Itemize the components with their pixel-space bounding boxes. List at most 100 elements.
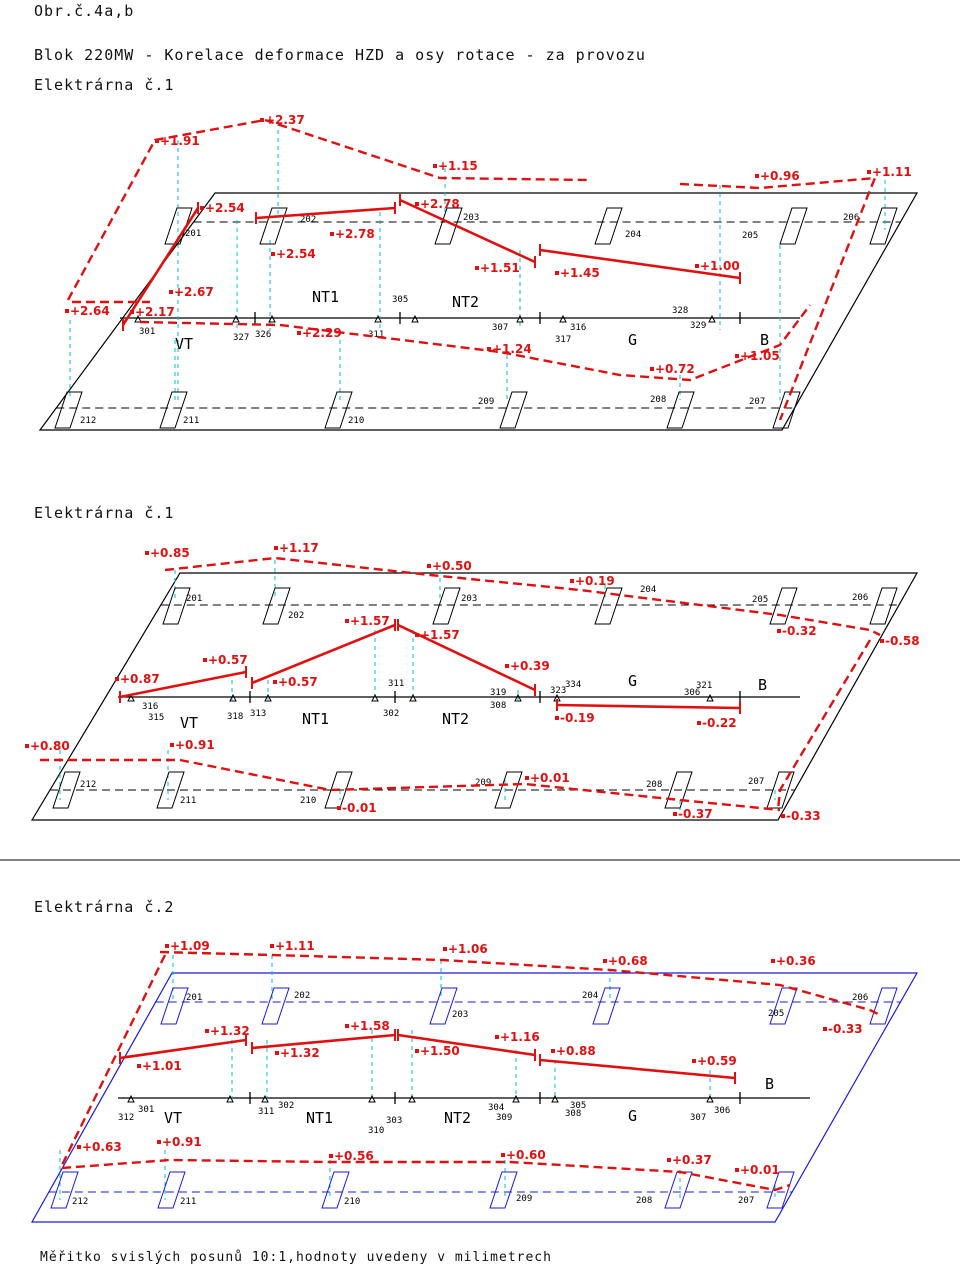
p1-plate-label: 206 bbox=[852, 593, 868, 603]
p0-section-label: NT2 bbox=[452, 293, 479, 311]
p2-plate-label: 206 bbox=[852, 993, 868, 1003]
p2-value-12: +0.88 bbox=[556, 1044, 596, 1058]
value-marker bbox=[735, 1168, 739, 1172]
p0-value-16: +1.24 bbox=[492, 342, 532, 356]
value-marker bbox=[345, 619, 349, 623]
value-marker bbox=[771, 959, 775, 963]
p0-shaft-deformation bbox=[121, 207, 200, 326]
p2-point-label: 312 bbox=[118, 1113, 134, 1123]
p1-point-label: 315 bbox=[148, 713, 164, 723]
p1-value-11: +0.39 bbox=[510, 659, 550, 673]
p2-value-16: +0.56 bbox=[334, 1149, 374, 1163]
p2-plate-bottom-210 bbox=[321, 1171, 350, 1209]
value-marker bbox=[415, 633, 419, 637]
p2-plate-top-201 bbox=[160, 987, 189, 1025]
value-marker bbox=[695, 264, 699, 268]
p0-bearing-marker bbox=[374, 314, 382, 323]
figure-title: Blok 220MW - Korelace deformace HZD a os… bbox=[34, 46, 646, 64]
p1-plate-label: 207 bbox=[748, 777, 764, 787]
p2-bearing-marker bbox=[127, 1094, 135, 1103]
p0-value-18: +1.05 bbox=[740, 349, 780, 363]
value-marker bbox=[475, 266, 479, 270]
value-marker bbox=[169, 290, 173, 294]
p0-plate-label: 210 bbox=[348, 416, 364, 426]
p2-bearing-marker bbox=[512, 1094, 520, 1103]
p1-section-label: NT1 bbox=[302, 710, 329, 728]
p0-point-label: 328 bbox=[672, 306, 688, 316]
p2-plate-bottom-209 bbox=[489, 1171, 518, 1209]
value-marker bbox=[697, 721, 701, 725]
p0-plate-bottom-212 bbox=[54, 391, 83, 429]
p1-section-label: G bbox=[628, 672, 637, 690]
p2-point-label: 302 bbox=[278, 1101, 294, 1111]
p0-value-12: +1.00 bbox=[700, 259, 740, 273]
p0-plate-top-205 bbox=[779, 207, 808, 245]
p0-shaft-deformation bbox=[399, 198, 536, 264]
value-marker bbox=[297, 331, 301, 335]
p2-value-0: +1.09 bbox=[170, 939, 210, 953]
p0-plate-bottom-208 bbox=[666, 391, 695, 429]
value-marker bbox=[495, 1035, 499, 1039]
p1-plate-label: 203 bbox=[461, 594, 477, 604]
p2-shaft-deformation bbox=[119, 1038, 247, 1060]
p2-value-3: +0.68 bbox=[608, 954, 648, 968]
p2-bearing-marker bbox=[408, 1094, 416, 1103]
panel2-label: Elektrárna č.1 bbox=[34, 504, 175, 522]
p1-plate-label: 209 bbox=[475, 778, 491, 788]
value-marker bbox=[555, 716, 559, 720]
p0-section-label: NT1 bbox=[312, 288, 339, 306]
p1-bearing-marker bbox=[409, 693, 417, 702]
p1-plate-bottom-207 bbox=[766, 771, 795, 809]
p0-plate-label: 203 bbox=[463, 213, 479, 223]
value-marker bbox=[205, 1029, 209, 1033]
p1-point-label: 311 bbox=[388, 679, 404, 689]
value-marker bbox=[867, 170, 871, 174]
p1-point-label: 316 bbox=[142, 702, 158, 712]
p1-bearing-marker bbox=[127, 693, 135, 702]
p0-value-17: +0.72 bbox=[655, 362, 695, 376]
value-marker bbox=[271, 252, 275, 256]
p2-plate-label: 208 bbox=[636, 1196, 652, 1206]
p0-value-13: +2.67 bbox=[174, 285, 214, 299]
value-marker bbox=[275, 1051, 279, 1055]
value-marker bbox=[650, 367, 654, 371]
p2-plate-label: 212 bbox=[72, 1197, 88, 1207]
p1-point-label: 319 bbox=[490, 688, 506, 698]
p0-point-label: 305 bbox=[392, 295, 408, 305]
value-marker bbox=[692, 1059, 696, 1063]
p2-housing-deformation bbox=[61, 1158, 791, 1192]
p2-shaft-deformation bbox=[397, 1033, 536, 1057]
value-marker bbox=[415, 1049, 419, 1053]
p1-value-4: -0.32 bbox=[782, 624, 817, 638]
p1-point-label: 308 bbox=[490, 701, 506, 711]
p2-value-10: +1.32 bbox=[280, 1046, 320, 1060]
p0-plate-label: 205 bbox=[742, 231, 758, 241]
figure-label: Obr.č.4a,b bbox=[34, 2, 135, 20]
p1-value-14: +0.80 bbox=[30, 739, 70, 753]
value-marker bbox=[443, 947, 447, 951]
value-marker bbox=[505, 664, 509, 668]
p0-section-label: B bbox=[760, 331, 769, 349]
value-marker bbox=[555, 271, 559, 275]
p2-section-label: NT1 bbox=[306, 1109, 333, 1127]
p0-plate-top-204 bbox=[594, 207, 623, 245]
p1-plate-bottom-208 bbox=[664, 771, 693, 809]
p0-plate-label: 211 bbox=[183, 416, 199, 426]
p2-plate-label: 207 bbox=[738, 1196, 754, 1206]
p2-housing-deformation bbox=[60, 954, 167, 1166]
p2-value-6: +1.32 bbox=[210, 1024, 250, 1038]
p2-value-11: +1.50 bbox=[420, 1044, 460, 1058]
p2-plate-label: 202 bbox=[294, 991, 310, 1001]
p0-value-8: +2.78 bbox=[335, 227, 375, 241]
p1-plate-label: 212 bbox=[80, 780, 96, 790]
p1-value-15: +0.91 bbox=[175, 738, 215, 752]
p1-bearing-marker bbox=[264, 693, 272, 702]
p0-bearing-marker bbox=[232, 314, 240, 323]
p0-plate-top-203 bbox=[434, 207, 463, 245]
value-marker bbox=[667, 1158, 671, 1162]
p1-value-0: +0.85 bbox=[150, 546, 190, 560]
p1-frame bbox=[30, 572, 919, 821]
p2-plate-top-204 bbox=[592, 987, 621, 1025]
value-marker bbox=[345, 1024, 349, 1028]
p1-plate-bottom-209 bbox=[494, 771, 523, 809]
